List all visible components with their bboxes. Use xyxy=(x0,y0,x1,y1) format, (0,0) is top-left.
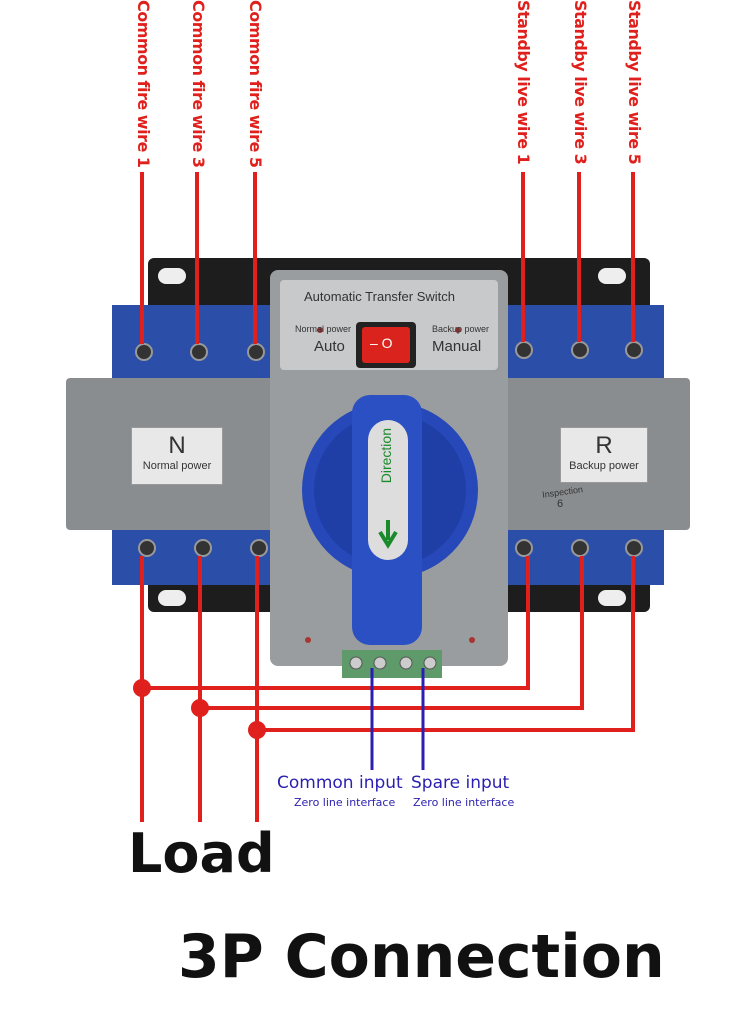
wire-label: Standby live wire 5 xyxy=(625,0,644,165)
wire-label: Common fire wire 3 xyxy=(189,0,208,168)
spare-input-sub: Zero line interface xyxy=(413,796,515,809)
wire-label: Common fire wire 5 xyxy=(246,0,265,168)
normal-power-label: Normal power xyxy=(295,324,352,334)
wire-label: Standby live wire 1 xyxy=(514,0,533,165)
spare-input-label: Spare input xyxy=(411,773,510,793)
plate-text: Normal power xyxy=(142,460,212,472)
common-input-label: Common input xyxy=(277,773,403,793)
junction-dots xyxy=(133,679,266,739)
direction-arrow-icon xyxy=(378,520,398,549)
rocker-glyph: – O xyxy=(370,335,393,351)
neutral-wires xyxy=(370,668,425,770)
device-title: Automatic Transfer Switch xyxy=(304,289,455,304)
backup-power-plate: R Backup power xyxy=(560,427,648,483)
wire-label: Standby live wire 3 xyxy=(571,0,590,165)
diagram-title: 3P Connection xyxy=(178,922,665,992)
backup-power-label: Backup power xyxy=(432,324,490,334)
plate-text: Backup power xyxy=(569,460,639,472)
manual-label: Manual xyxy=(432,338,482,355)
handle-label: Direction xyxy=(378,428,394,484)
inspection-number: 6 xyxy=(557,498,564,510)
common-input-sub: Zero line interface xyxy=(294,796,396,809)
plate-letter: R xyxy=(595,432,613,459)
load-label: Load xyxy=(128,822,275,885)
plate-letter: N xyxy=(168,432,186,459)
normal-power-plate: N Normal power xyxy=(131,427,223,485)
wire-label: Common fire wire 1 xyxy=(134,0,153,168)
auto-label: Auto xyxy=(314,338,345,355)
phase-wires xyxy=(140,172,635,822)
mode-rocker-switch[interactable] xyxy=(362,327,410,363)
